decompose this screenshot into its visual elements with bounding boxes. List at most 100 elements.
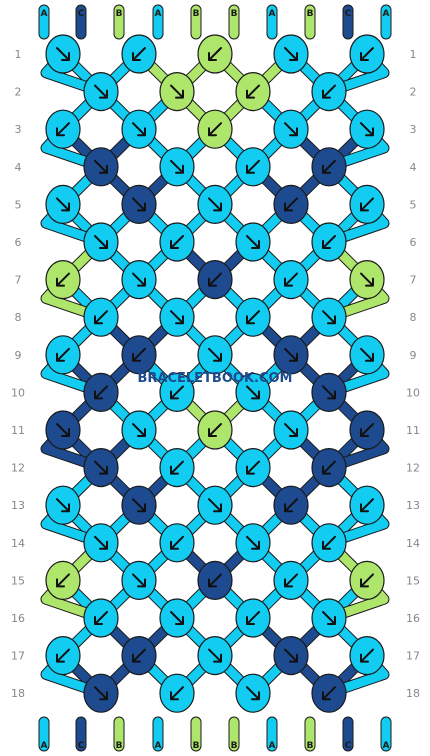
arrow-down-left-icon (56, 648, 70, 663)
arrow-down-right-icon (208, 498, 222, 513)
bottom-strand-letter: C (345, 741, 352, 751)
row-label-right: 12 (406, 462, 420, 475)
row-label-left: 16 (11, 612, 25, 625)
arrow-down-right-icon (94, 159, 108, 174)
arrow-down-left-icon (170, 385, 184, 400)
row-label-right: 18 (406, 687, 420, 700)
arrow-down-left-icon (284, 573, 298, 588)
row-label-right: 13 (406, 499, 420, 512)
row-label-right: 15 (406, 574, 420, 587)
arrow-down-right-icon (360, 122, 374, 137)
row-label-left: 5 (15, 198, 22, 211)
row-label-left: 15 (11, 574, 25, 587)
arrow-down-left-icon (170, 535, 184, 550)
arrow-down-right-icon (94, 535, 108, 550)
arrow-down-left-icon (360, 197, 374, 212)
arrow-down-right-icon (360, 347, 374, 362)
bottom-strand-letter: A (155, 741, 162, 751)
row-label-left: 3 (15, 123, 22, 136)
arrow-down-left-icon (246, 611, 260, 625)
row-label-right: 11 (406, 424, 420, 437)
top-strand-letter: B (116, 9, 123, 19)
arrow-down-left-icon (170, 235, 184, 249)
row-label-left: 1 (15, 48, 22, 61)
arrow-down-left-icon (360, 648, 374, 663)
row-label-left: 18 (11, 687, 25, 700)
arrow-down-left-icon (360, 423, 374, 437)
row-label-right: 10 (406, 386, 420, 399)
top-strand-letter: A (269, 9, 276, 19)
arrow-down-left-icon (360, 498, 374, 513)
arrow-down-right-icon (132, 498, 146, 513)
arrow-down-right-icon (56, 498, 70, 513)
arrow-down-left-icon (170, 460, 184, 475)
row-label-right: 9 (410, 349, 417, 362)
arrow-down-left-icon (322, 84, 336, 99)
bottom-strand-letter: C (78, 741, 85, 751)
row-label-right: 7 (410, 274, 417, 287)
arrow-down-left-icon (284, 197, 298, 212)
row-label-right: 5 (410, 198, 417, 211)
row-label-right: 14 (406, 537, 420, 550)
arrow-down-right-icon (132, 122, 146, 137)
bottom-strand-letter: A (383, 741, 390, 751)
arrow-down-left-icon (132, 47, 146, 61)
arrow-down-left-icon (208, 573, 222, 588)
watermark-text: BRACELETBOOK.COM (138, 371, 293, 386)
arrow-down-right-icon (208, 648, 222, 663)
arrow-down-right-icon (170, 310, 184, 325)
arrow-down-left-icon (284, 498, 298, 513)
arrow-down-left-icon (360, 573, 374, 588)
arrow-down-right-icon (56, 423, 70, 437)
row-label-right: 17 (406, 650, 420, 663)
arrow-down-right-icon (322, 611, 336, 625)
arrow-down-left-icon (246, 460, 260, 475)
arrow-down-right-icon (94, 235, 108, 249)
arrow-down-right-icon (94, 460, 108, 475)
arrow-down-left-icon (56, 122, 70, 137)
row-label-left: 10 (11, 386, 25, 399)
arrow-down-right-icon (208, 347, 222, 362)
arrow-down-right-icon (284, 347, 298, 362)
arrow-down-right-icon (246, 686, 260, 701)
arrow-down-left-icon (322, 235, 336, 249)
row-label-right: 3 (410, 123, 417, 136)
row-label-left: 2 (15, 86, 22, 99)
row-label-left: 11 (11, 424, 25, 437)
arrow-down-left-icon (132, 347, 146, 362)
arrow-down-right-icon (322, 385, 336, 400)
arrow-down-right-icon (360, 272, 374, 287)
arrow-down-left-icon (208, 122, 222, 137)
arrow-down-right-icon (246, 385, 260, 400)
arrow-down-left-icon (322, 535, 336, 550)
row-label-left: 12 (11, 462, 25, 475)
arrow-down-left-icon (246, 310, 260, 325)
row-label-left: 8 (15, 311, 22, 324)
arrow-down-right-icon (208, 197, 222, 212)
arrow-down-right-icon (322, 310, 336, 325)
arrow-down-right-icon (132, 197, 146, 212)
row-label-right: 1 (410, 48, 417, 61)
row-label-left: 9 (15, 349, 22, 362)
top-strand-letter: A (383, 9, 390, 19)
arrow-down-left-icon (56, 573, 70, 588)
arrow-down-right-icon (284, 423, 298, 437)
arrow-down-right-icon (246, 535, 260, 550)
arrow-down-left-icon (208, 423, 222, 437)
arrow-down-left-icon (56, 347, 70, 362)
bottom-strand-letter: B (193, 741, 200, 751)
arrow-down-left-icon (94, 385, 108, 400)
arrow-down-right-icon (170, 84, 184, 99)
top-strand-letter: B (193, 9, 200, 19)
row-label-right: 4 (410, 161, 417, 174)
row-label-right: 8 (410, 311, 417, 324)
arrow-down-right-icon (170, 611, 184, 625)
row-label-left: 4 (15, 161, 22, 174)
row-label-right: 2 (410, 86, 417, 99)
top-strand-letter: C (345, 9, 352, 19)
knot-layer (45, 34, 385, 713)
arrow-down-right-icon (132, 272, 146, 287)
arrow-down-right-icon (284, 47, 298, 61)
arrow-down-left-icon (170, 686, 184, 701)
